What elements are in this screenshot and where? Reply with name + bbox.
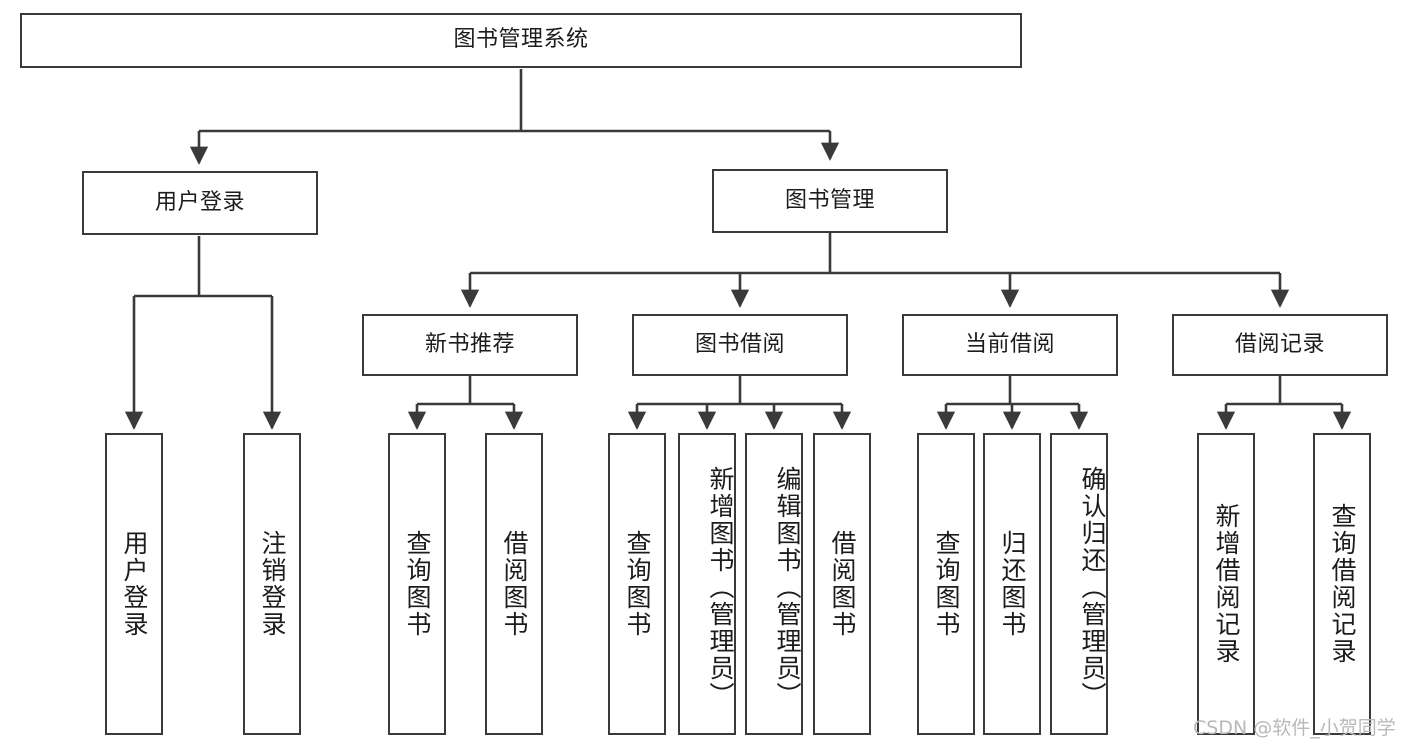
node-label: 用户登录 [154,189,245,215]
watermark: CSDN @软件_小贺同学 [1193,717,1396,739]
node-label: 确认归还（管理员） [1078,465,1107,709]
node-book-borrow[interactable]: 图书借阅 [632,314,848,376]
node-current-borrow[interactable]: 当前借阅 [902,314,1118,376]
node-label: 注销登录 [258,530,287,638]
node-label: 借阅图书 [828,530,857,638]
node-label: 新增图书（管理员） [706,465,735,709]
node-user-login[interactable]: 用户登录 [82,171,318,235]
node-label: 新增借阅记录 [1212,503,1241,665]
leaf-current-borrow-confirm-return-admin[interactable]: 确认归还（管理员） [1050,433,1108,735]
node-label: 查询图书 [932,530,961,638]
node-label: 查询借阅记录 [1328,503,1357,665]
node-label: 借阅记录 [1234,331,1325,357]
leaf-new-book-borrow-book[interactable]: 借阅图书 [485,433,543,735]
leaf-book-borrow-borrow-book[interactable]: 借阅图书 [813,433,871,735]
node-label: 查询图书 [623,530,652,638]
node-book-management[interactable]: 图书管理 [712,169,948,233]
node-label: 图书管理 [784,187,875,213]
leaf-user-login-logout[interactable]: 注销登录 [243,433,301,735]
node-label: 图书管理系统 [453,27,589,53]
node-borrow-record[interactable]: 借阅记录 [1172,314,1388,376]
leaf-borrow-record-add-record[interactable]: 新增借阅记录 [1197,433,1255,735]
leaf-current-borrow-query-book[interactable]: 查询图书 [917,433,975,735]
node-label: 归还图书 [998,530,1027,638]
leaf-book-borrow-add-book-admin[interactable]: 新增图书（管理员） [678,433,736,735]
leaf-new-book-query-book[interactable]: 查询图书 [388,433,446,735]
leaf-borrow-record-query-record[interactable]: 查询借阅记录 [1313,433,1371,735]
node-root-book-management-system[interactable]: 图书管理系统 [20,13,1022,68]
leaf-user-login-login[interactable]: 用户登录 [105,433,163,735]
node-label: 图书借阅 [694,331,785,357]
node-label: 借阅图书 [500,530,529,638]
node-label: 用户登录 [120,530,149,638]
node-label: 当前借阅 [964,331,1055,357]
node-label: 查询图书 [403,530,432,638]
node-label: 编辑图书（管理员） [773,465,802,709]
leaf-book-borrow-query-book[interactable]: 查询图书 [608,433,666,735]
node-new-book-recommend[interactable]: 新书推荐 [362,314,578,376]
leaf-current-borrow-return-book[interactable]: 归还图书 [983,433,1041,735]
node-label: 新书推荐 [424,331,515,357]
leaf-book-borrow-edit-book-admin[interactable]: 编辑图书（管理员） [745,433,803,735]
